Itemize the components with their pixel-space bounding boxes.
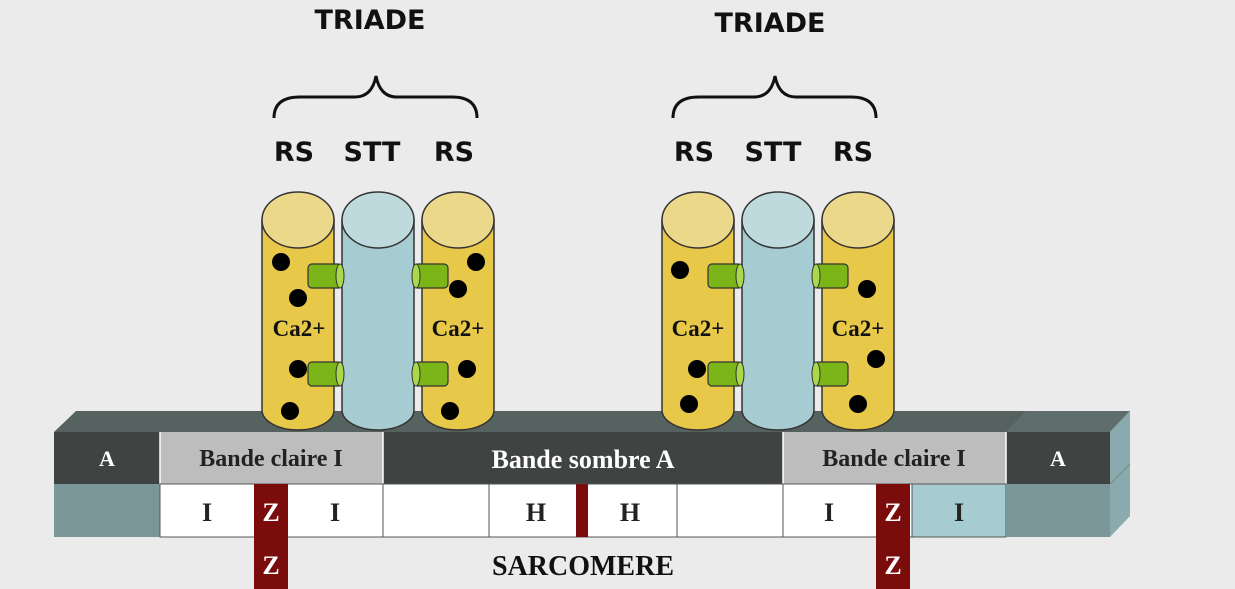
sub-label-h-1: H xyxy=(526,498,546,527)
triad-right: TRIADE RS STT RS xyxy=(661,8,895,431)
band-light-right xyxy=(783,432,1006,484)
sub-light-teal xyxy=(911,483,1007,538)
triad-title: TRIADE xyxy=(314,5,425,36)
band-label-light-left: Bande claire I xyxy=(199,446,343,472)
connector-channels xyxy=(707,263,849,387)
triad-left: TRIADE RS STT RS xyxy=(261,5,495,431)
band-label-a-right: A xyxy=(1050,446,1066,471)
band-a-right xyxy=(1006,432,1110,484)
z-label-right-top: Z xyxy=(884,498,901,527)
ca-label-right: Ca2+ xyxy=(832,316,885,341)
calcium-dots xyxy=(272,253,485,420)
z-label-right-bottom: Z xyxy=(884,551,901,580)
sub-label-i-2: I xyxy=(330,498,340,527)
sarcomere-label: SARCOMERE xyxy=(492,551,674,582)
band-row: A Bande claire I Bande sombre A Bande cl… xyxy=(54,432,1110,484)
label-rs-right: RS xyxy=(434,137,474,168)
sub-label-i-4: I xyxy=(954,498,964,527)
band-label-light-right: Bande claire I xyxy=(822,446,966,472)
sub-teal-right xyxy=(1006,484,1110,537)
band-dark-center xyxy=(383,432,783,484)
rs-cylinder-left xyxy=(661,191,735,431)
z-label-left-bottom: Z xyxy=(262,551,279,580)
label-stt: STT xyxy=(745,137,802,168)
ca-label-left: Ca2+ xyxy=(672,316,725,341)
triad-title: TRIADE xyxy=(714,8,825,39)
label-rs-left: RS xyxy=(674,137,714,168)
connector-channels xyxy=(307,263,449,387)
ca-label-right: Ca2+ xyxy=(432,316,485,341)
label-rs-left: RS xyxy=(274,137,314,168)
z-line-right: Z Z xyxy=(876,484,910,589)
sub-teal-left xyxy=(54,484,160,537)
band-a-left xyxy=(54,432,160,484)
curly-brace xyxy=(671,75,878,119)
sub-label-i-3: I xyxy=(824,498,834,527)
z-line-left: Z Z xyxy=(254,484,288,589)
z-label-left-top: Z xyxy=(262,498,279,527)
band-label-a-left: A xyxy=(99,446,115,471)
rs-cylinder-right xyxy=(421,191,495,431)
slab-top-face-right xyxy=(1006,411,1130,432)
band-label-dark-center: Bande sombre A xyxy=(492,445,675,474)
rs-cylinder-left xyxy=(261,191,335,431)
ca-label-left: Ca2+ xyxy=(273,316,326,341)
band-light-left xyxy=(160,432,383,484)
stt-cylinder xyxy=(741,191,815,431)
sub-label-i-1: I xyxy=(202,498,212,527)
calcium-dots xyxy=(671,261,885,413)
sub-label-h-2: H xyxy=(620,498,640,527)
label-stt: STT xyxy=(344,137,401,168)
rs-cylinder-right xyxy=(821,191,895,431)
label-rs-right: RS xyxy=(833,137,873,168)
curly-brace xyxy=(272,75,479,119)
stt-cylinder xyxy=(341,191,415,431)
sub-row: I I H H I I xyxy=(54,483,1110,538)
m-line xyxy=(576,484,588,537)
